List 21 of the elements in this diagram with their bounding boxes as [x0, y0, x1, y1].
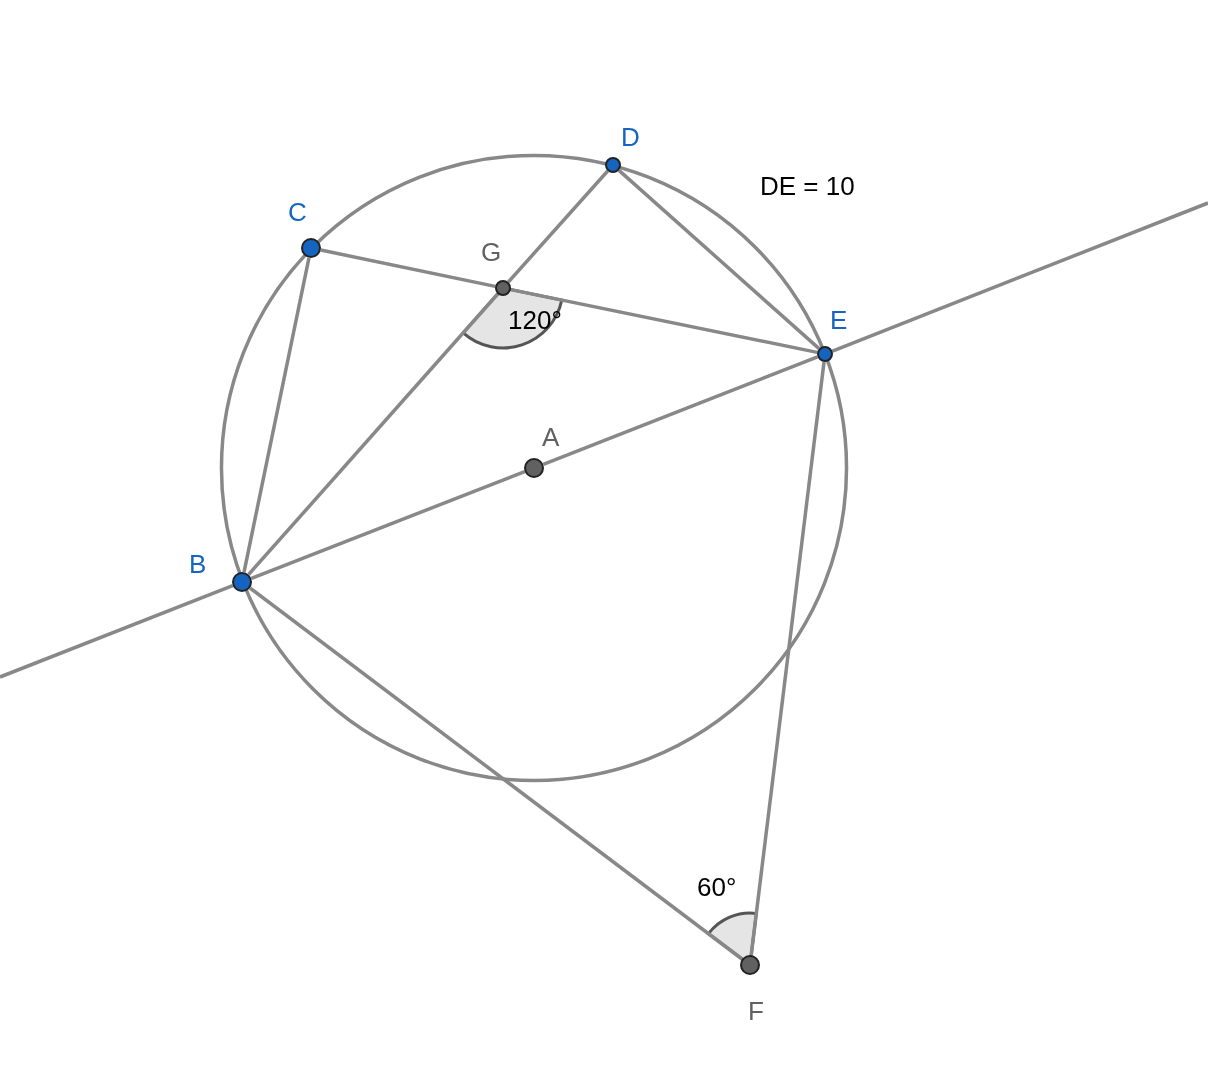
line-segment	[507, 169, 609, 284]
point-label: B	[189, 551, 207, 577]
point-label: E	[830, 307, 848, 333]
measure-label: DE = 10	[760, 172, 855, 200]
line-segment	[320, 248, 496, 289]
line-segment	[250, 470, 526, 580]
point-label: A	[542, 424, 560, 450]
line-segment	[542, 355, 819, 466]
angle-label: 60°	[697, 873, 737, 901]
point-label: C	[288, 199, 307, 225]
line-segment	[749, 361, 826, 956]
line-segment	[242, 257, 311, 573]
line-segment	[248, 586, 744, 961]
line-segment	[617, 169, 821, 350]
point-label: D	[621, 124, 640, 150]
point-label: F	[748, 998, 764, 1024]
point-label: G	[481, 239, 502, 265]
line-segment	[510, 287, 818, 355]
line-segment	[247, 292, 499, 576]
line-segment	[831, 201, 1208, 353]
line-segment	[0, 584, 234, 679]
